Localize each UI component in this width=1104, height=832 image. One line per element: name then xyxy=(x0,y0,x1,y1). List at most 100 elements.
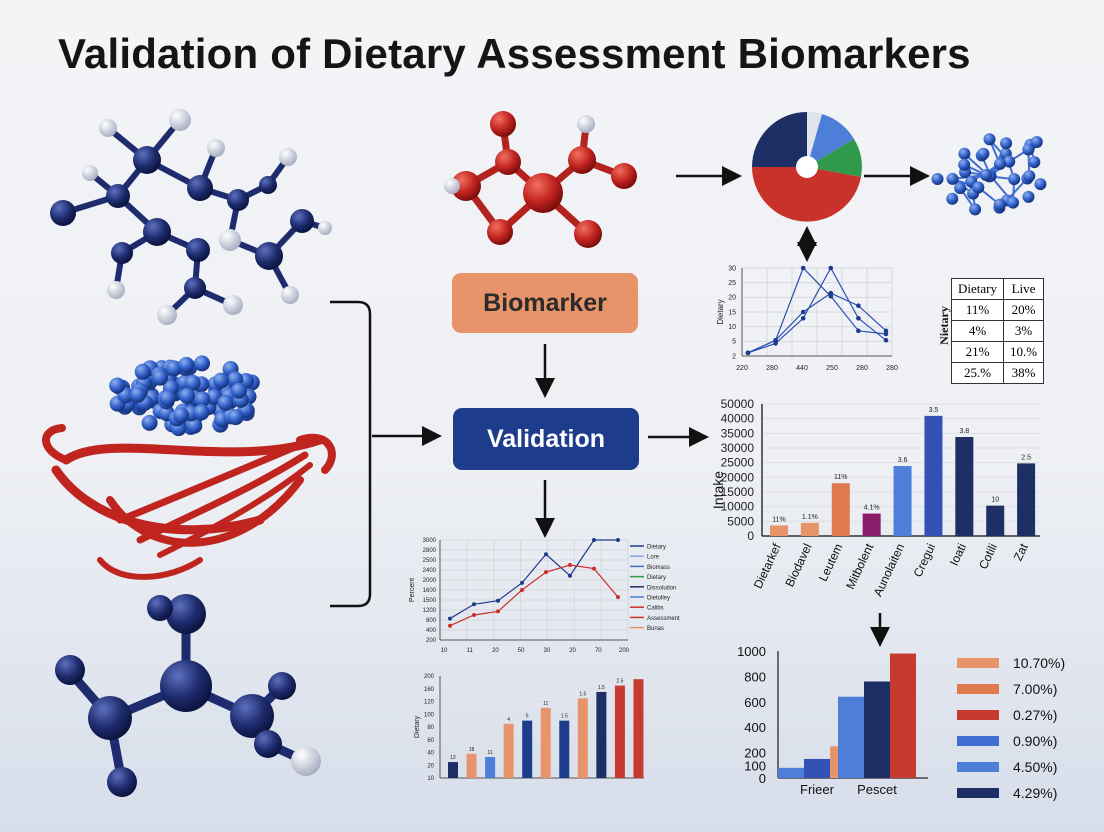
network-node xyxy=(931,173,944,185)
x-tick-label: 280 xyxy=(766,365,778,372)
y-tick-label: 30 xyxy=(728,265,736,272)
y-tick-label: 100 xyxy=(744,758,766,773)
y-tick-label: 10 xyxy=(728,324,736,331)
data-point xyxy=(544,570,548,575)
data-point xyxy=(568,573,572,578)
blue-sphere-cluster xyxy=(109,355,260,437)
table-cell: 25.% xyxy=(951,362,1004,384)
legend-label: Dietary xyxy=(647,545,666,551)
network-node xyxy=(1007,196,1019,209)
data-point xyxy=(856,315,861,321)
x-tick-label: 70 xyxy=(595,648,602,654)
data-point xyxy=(800,309,806,315)
x-tick-label: 30 xyxy=(544,648,551,654)
y-tick-label: 600 xyxy=(744,695,766,710)
table-side-label: Nietary xyxy=(936,306,951,345)
data-point xyxy=(496,598,500,603)
bar xyxy=(633,679,644,778)
network-node xyxy=(954,182,967,195)
data-point xyxy=(883,337,889,343)
x-tick-label: Zat xyxy=(1011,541,1031,563)
network-node xyxy=(1008,173,1021,186)
data-label: 3.8 xyxy=(959,428,969,435)
bar xyxy=(804,758,830,778)
x-tick-label: 280 xyxy=(886,365,898,372)
data-point xyxy=(472,613,476,617)
legend-label: Biomass xyxy=(647,565,670,571)
legend-item: 4.50%) xyxy=(957,754,1065,780)
data-label: 11% xyxy=(834,474,848,481)
y-tick-label: 50000 xyxy=(721,397,755,411)
series-line xyxy=(449,564,619,627)
data-label: 2.5 xyxy=(1021,454,1031,461)
data-point xyxy=(592,538,596,542)
table-cell: 10.% xyxy=(1002,341,1045,363)
data-label: 1.5 xyxy=(598,685,605,691)
network-node xyxy=(1000,137,1013,150)
legend-label: Calibs xyxy=(647,606,664,612)
network-node xyxy=(1022,190,1035,203)
y-tick-label: 2500 xyxy=(423,558,437,564)
legend-label: 4.50%) xyxy=(1013,759,1058,775)
data-label: 3.5 xyxy=(929,407,939,414)
bar xyxy=(522,720,533,778)
data-point xyxy=(883,328,889,334)
y-tick-label: 1000 xyxy=(737,644,766,659)
y-tick-label: 10 xyxy=(427,776,434,782)
legend-label: Dietolley xyxy=(647,596,670,602)
data-point xyxy=(828,265,834,271)
data-label: 11 xyxy=(487,750,492,756)
data-point xyxy=(520,580,524,585)
navy-molecule-bottom xyxy=(55,594,321,797)
bar xyxy=(770,525,788,536)
data-point xyxy=(856,303,861,309)
data-point xyxy=(856,328,861,334)
y-tick-label: 100 xyxy=(424,712,435,718)
legend-label: Dietary xyxy=(647,575,666,581)
y-tick-label: 40000 xyxy=(721,412,755,426)
y-tick-label: 400 xyxy=(426,628,437,634)
data-label: 1.1% xyxy=(802,514,818,521)
bar xyxy=(466,753,477,778)
network-node xyxy=(946,172,959,185)
data-label: 3.6 xyxy=(898,457,908,464)
bar xyxy=(1017,463,1036,536)
cluster-sphere xyxy=(193,404,210,421)
table-cell: 21% xyxy=(951,341,1004,363)
percent-legend: 10.70%) 7.00%) 0.27%) 0.90%) 4.50%) 4.29… xyxy=(957,650,1065,806)
y-tick-label: 15000 xyxy=(721,485,755,499)
data-label: 1.5 xyxy=(561,714,568,720)
biomarker-node: Biomarker xyxy=(452,273,638,333)
cluster-sphere xyxy=(184,374,201,391)
legend-swatch xyxy=(957,736,999,746)
y-tick-label: 35000 xyxy=(721,426,755,440)
y-tick-label: 200 xyxy=(424,674,435,680)
legend-label: 7.00%) xyxy=(1013,681,1058,697)
data-point xyxy=(773,341,778,346)
legend-swatch xyxy=(957,762,999,772)
x-tick-label: Dietarkef xyxy=(751,541,784,591)
data-point xyxy=(828,293,834,299)
data-point xyxy=(745,350,751,356)
cluster-sphere xyxy=(159,390,176,407)
red-molecule xyxy=(444,111,637,248)
data-point xyxy=(448,623,452,628)
network-node xyxy=(946,192,959,205)
data-label: 12 xyxy=(450,755,456,761)
y-tick-label: 2800 xyxy=(423,548,437,554)
network-node xyxy=(958,147,971,160)
network-node xyxy=(977,147,990,160)
bar xyxy=(838,696,864,778)
network-node xyxy=(1030,136,1043,148)
bar xyxy=(831,483,850,536)
data-point xyxy=(616,595,620,600)
network-node xyxy=(1034,178,1047,191)
cluster-sphere xyxy=(109,377,126,394)
network-node xyxy=(983,133,996,146)
y-axis-label: Dietary xyxy=(716,299,725,324)
data-point xyxy=(592,566,596,571)
network-node xyxy=(958,158,971,171)
x-tick-label: Mitbolent xyxy=(843,541,877,592)
